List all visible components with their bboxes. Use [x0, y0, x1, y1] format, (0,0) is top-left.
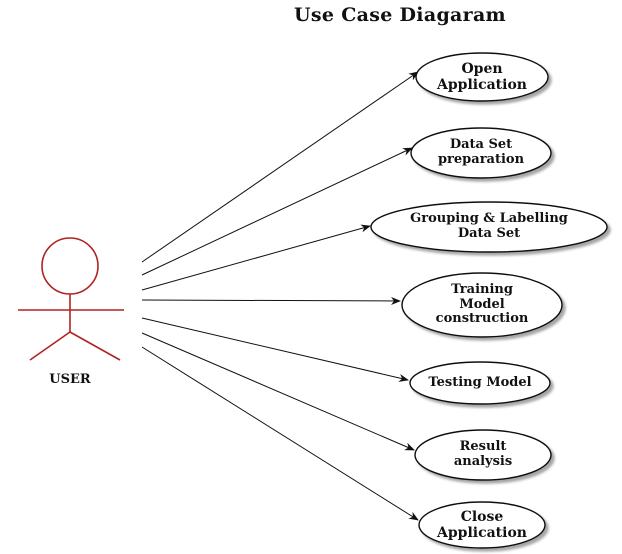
association-grouping-labelling	[141, 224, 371, 291]
association-training-model	[141, 296, 401, 305]
use-case-shapes	[370, 52, 608, 549]
use-case-label-grouping-labelling: Grouping & Labelling Data Set	[410, 211, 568, 241]
use-case-data-set-preparation	[410, 127, 552, 179]
user-actor	[18, 237, 124, 361]
associations	[141, 71, 419, 521]
actor-left-leg	[29, 331, 71, 361]
use-case-testing-model	[409, 361, 551, 405]
association-open-application	[141, 71, 419, 263]
actor-label: USER	[49, 372, 91, 387]
use-case-label-data-set-preparation: Data Set preparation	[437, 137, 525, 167]
actor-head	[41, 237, 99, 295]
use-case-grouping-labelling	[370, 201, 608, 253]
diagram-title: Use Case Diagaram	[294, 4, 506, 26]
use-case-open-application	[415, 52, 549, 102]
use-case-training-model	[401, 272, 563, 338]
association-result-analysis	[141, 332, 415, 451]
use-case-label-training-model: Training Model construction	[435, 281, 529, 327]
actor-right-leg	[69, 331, 121, 361]
use-case-label-result-analysis: Result analysis	[453, 439, 513, 469]
use-case-close-application	[418, 501, 546, 549]
association-close-application	[141, 346, 419, 521]
association-testing-model	[141, 317, 409, 382]
association-data-set-preparation	[141, 147, 413, 276]
use-case-label-testing-model: Testing Model	[428, 374, 532, 390]
use-case-label-close-application: Close Application	[437, 508, 527, 541]
use-case-result-analysis	[414, 429, 552, 481]
use-case-label-open-application: Open Application	[437, 60, 527, 93]
